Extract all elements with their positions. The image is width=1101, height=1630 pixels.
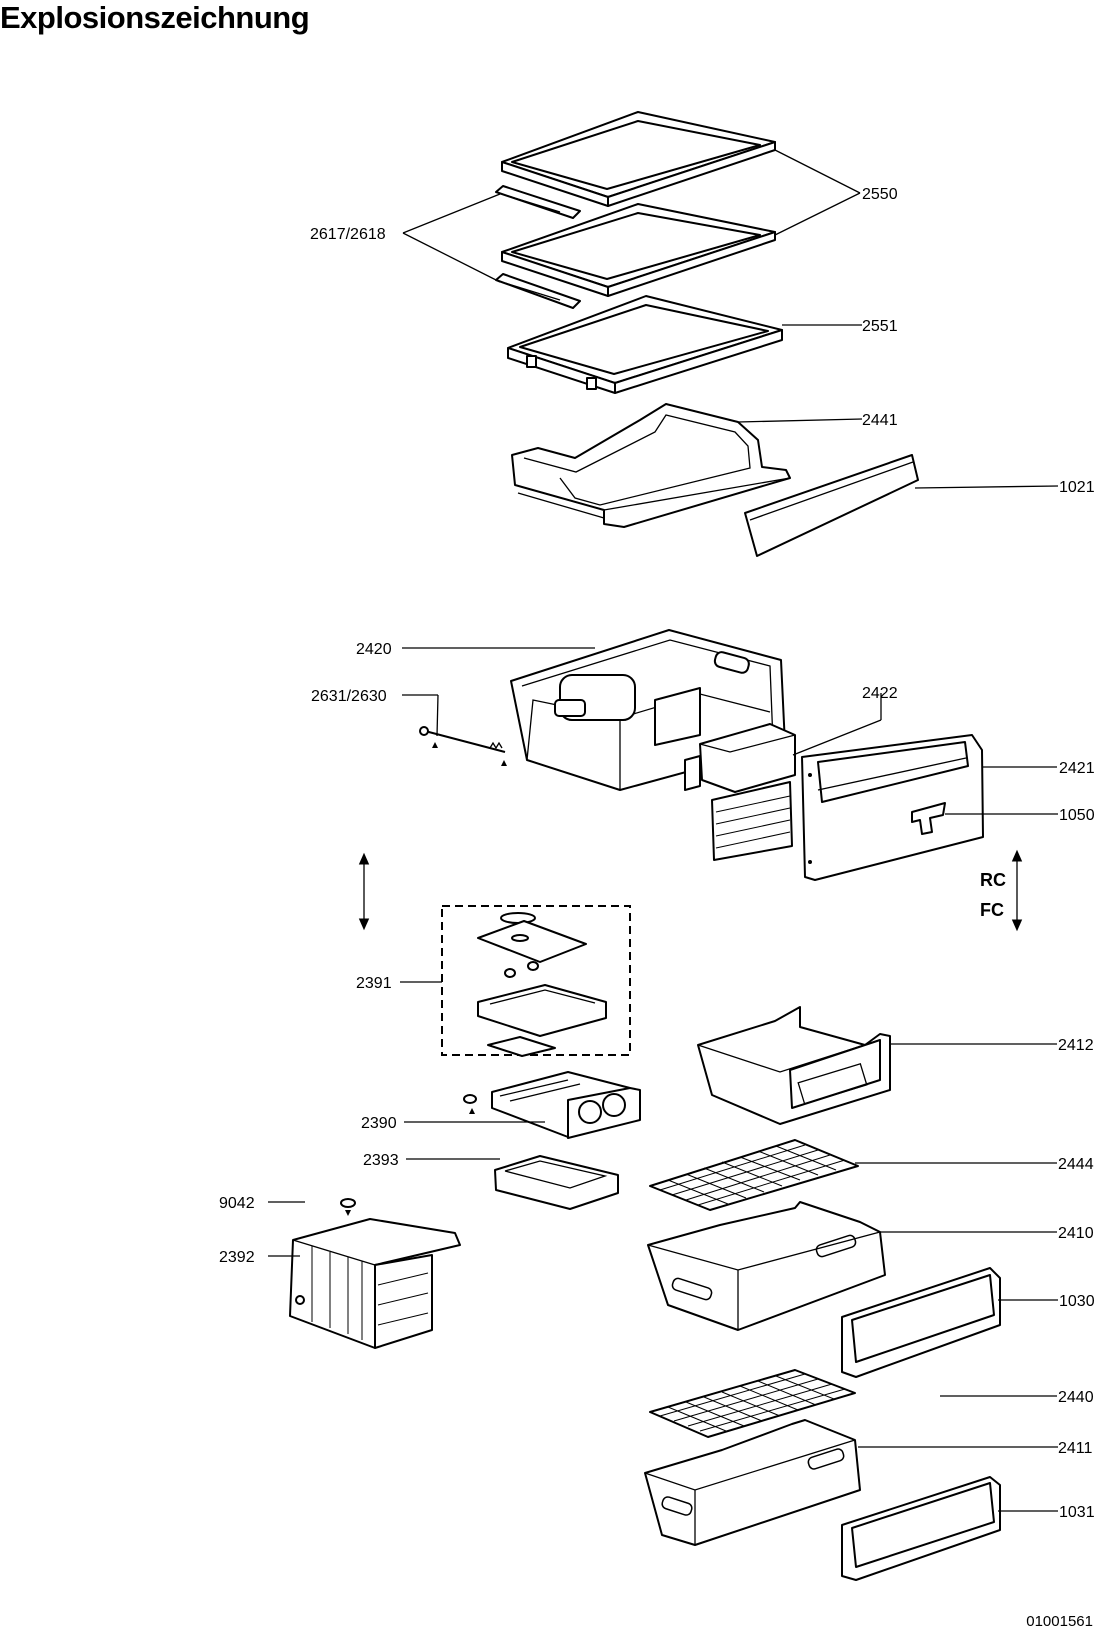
- icemaker-bracket-2391: [487, 1036, 556, 1057]
- callout-1030: 1030: [1059, 1293, 1095, 1310]
- callout-1031: 1031: [1059, 1504, 1095, 1521]
- bracket-2392: [289, 1218, 461, 1349]
- compartment-tag-fc: FC: [980, 900, 1004, 920]
- glass-shelf-2550-upper: [501, 111, 776, 207]
- screw-9042: [340, 1198, 356, 1216]
- callout-1021: 1021: [1059, 479, 1095, 496]
- callout-2421: 2421: [1059, 760, 1095, 777]
- callout-1050: 1050: [1059, 807, 1095, 824]
- front-panel-1031: [841, 1476, 1001, 1581]
- icemaker-2390: [463, 1071, 641, 1139]
- callout-2420: 2420: [356, 641, 392, 658]
- callout-2391: 2391: [356, 975, 392, 992]
- callout-2444: 2444: [1058, 1156, 1094, 1173]
- callout-2393: 2393: [363, 1152, 399, 1169]
- glass-shelf-2550-lower: [501, 203, 776, 297]
- callout-2390: 2390: [361, 1115, 397, 1132]
- callout-2441: 2441: [862, 412, 898, 429]
- callout-2550: 2550: [862, 186, 898, 203]
- callout-2631-2630: 2631/2630: [311, 688, 387, 705]
- icemaker-tray-2391: [477, 961, 607, 1037]
- callout-2440: 2440: [1058, 1389, 1094, 1406]
- document-number: 01001561: [1026, 1613, 1093, 1630]
- leader-lines: [268, 149, 1059, 1512]
- tray-2441: [511, 403, 791, 528]
- icemaker-lid-2391: [477, 912, 587, 963]
- shelf-frame-2551: [507, 295, 783, 394]
- drawer-2411: [644, 1419, 861, 1546]
- rod-2631: [419, 726, 507, 766]
- callout-2617-2618: 2617/2618: [310, 226, 386, 243]
- compartment-tag-rc: RC: [980, 870, 1006, 890]
- wire-shelf-2444: [649, 1139, 859, 1211]
- callout-9042: 9042: [219, 1195, 255, 1212]
- front-panel-2421: [801, 734, 984, 881]
- callout-2412: 2412: [1058, 1037, 1094, 1054]
- callout-2551: 2551: [862, 318, 898, 335]
- assembly-box-2391: [441, 905, 631, 1056]
- callout-2410: 2410: [1058, 1225, 1094, 1242]
- callout-2392: 2392: [219, 1249, 255, 1266]
- drawer-2412: [697, 1006, 891, 1125]
- drawer-2410: [647, 1201, 886, 1331]
- front-panel-1030: [841, 1267, 1001, 1378]
- callout-2422: 2422: [862, 685, 898, 702]
- page-title: Explosionszeichnung: [0, 0, 310, 35]
- shelf-support-2617-upper: [495, 185, 581, 219]
- callout-2411: 2411: [1058, 1440, 1093, 1457]
- ice-bin-2393: [494, 1155, 619, 1210]
- front-flap-1021: [744, 454, 919, 557]
- shelf-support-2617-lower: [495, 273, 581, 309]
- wire-shelf-2440: [649, 1369, 856, 1438]
- fixture-2422: [684, 723, 796, 861]
